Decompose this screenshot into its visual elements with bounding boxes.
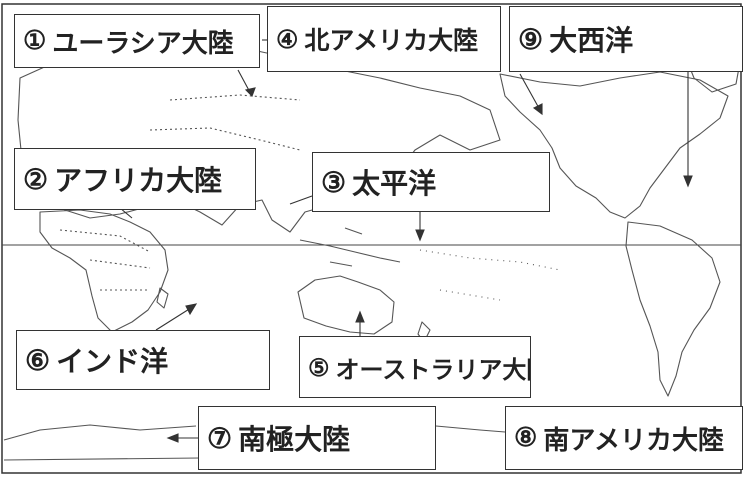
label-text: 大西洋 bbox=[549, 24, 634, 57]
indonesia-islands bbox=[299, 227, 401, 267]
label-text: 南アメリカ大陸 bbox=[543, 425, 725, 456]
label-text: 南極大陸 bbox=[238, 423, 351, 456]
label-number: ③ bbox=[321, 165, 347, 199]
label-number: ⑦ bbox=[207, 421, 233, 455]
antarctica-coast bbox=[3, 424, 506, 461]
map-border bbox=[1, 3, 742, 474]
label-box-eurasia[interactable]: ① ユーラシア大陸 bbox=[14, 14, 260, 68]
arrow-atlantic-head bbox=[683, 175, 693, 188]
arrow-australia-head bbox=[355, 310, 365, 323]
arrow-eurasia-head bbox=[244, 87, 256, 97]
label-number: ② bbox=[23, 162, 49, 196]
label-text: アフリカ大陸 bbox=[54, 164, 223, 197]
label-box-south-america[interactable]: ⑧ 南アメリカ大陸 bbox=[505, 406, 743, 470]
arrow-north-america-2-head bbox=[532, 103, 543, 116]
label-number: ⑨ bbox=[518, 22, 544, 56]
label-box-indian-ocean[interactable]: ⑥ インド洋 bbox=[16, 330, 270, 390]
label-box-africa[interactable]: ② アフリカ大陸 bbox=[14, 148, 256, 210]
arrow-indian-head bbox=[185, 303, 198, 316]
arrow-pacific-left bbox=[289, 195, 313, 205]
label-number: ⑥ bbox=[25, 343, 51, 377]
south-america-coast bbox=[625, 221, 721, 397]
arrow-antarctica-head bbox=[166, 433, 179, 443]
label-number: ④ bbox=[276, 24, 299, 54]
label-box-australia[interactable]: ⑤ オーストラリア大陸 bbox=[299, 336, 531, 398]
arrow-north-america-2 bbox=[519, 73, 541, 111]
africa-coast bbox=[39, 209, 169, 333]
pacific-islands bbox=[419, 249, 561, 301]
label-text: オーストラリア大陸 bbox=[335, 354, 531, 384]
label-number: ① bbox=[23, 26, 47, 56]
label-text: ユーラシア大陸 bbox=[52, 28, 234, 59]
label-text: 北アメリカ大陸 bbox=[304, 26, 479, 55]
label-box-north-america[interactable]: ④ 北アメリカ大陸 bbox=[267, 6, 501, 72]
label-number: ⑤ bbox=[308, 352, 330, 382]
africa-dotted-borders bbox=[59, 229, 151, 291]
label-number: ⑧ bbox=[514, 423, 538, 453]
label-text: インド洋 bbox=[56, 345, 169, 378]
arrow-pacific-head bbox=[415, 229, 425, 242]
label-text: 太平洋 bbox=[352, 167, 437, 200]
australia-coast bbox=[297, 275, 395, 335]
label-box-antarctica[interactable]: ⑦ 南極大陸 bbox=[198, 406, 436, 470]
madagascar-coast bbox=[156, 287, 169, 309]
label-box-pacific[interactable]: ③ 太平洋 bbox=[312, 152, 550, 212]
north-america-coast bbox=[499, 71, 729, 219]
label-box-atlantic[interactable]: ⑨ 大西洋 bbox=[509, 6, 743, 72]
